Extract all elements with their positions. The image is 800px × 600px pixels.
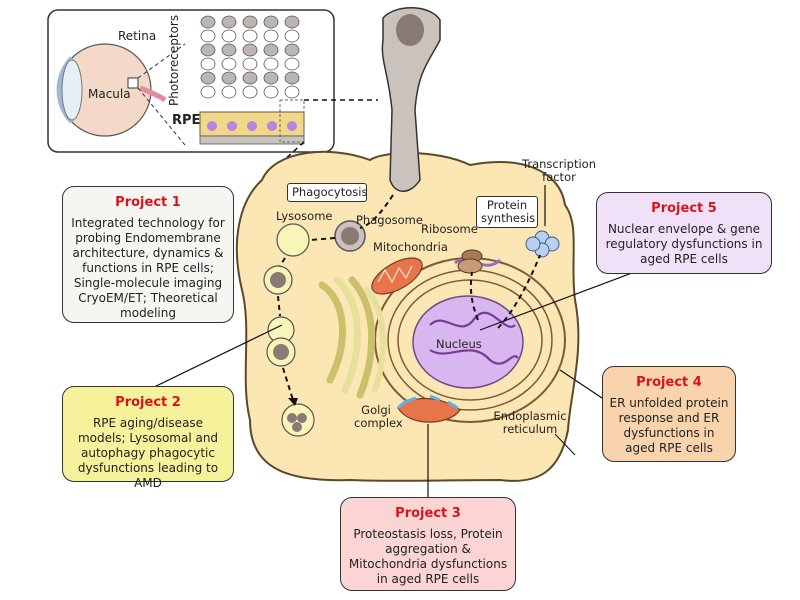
photoreceptor-segment (242, 15, 258, 29)
project-2-title: Project 2 (115, 395, 181, 410)
photoreceptor-segment (284, 71, 300, 85)
photoreceptor-segment (284, 15, 300, 29)
project-1-title: Project 1 (115, 195, 181, 210)
ribosome-label: Ribosome (421, 222, 478, 236)
mitochondria-lower (396, 394, 461, 423)
photoreceptor-segment (221, 57, 237, 71)
photoreceptor-segment (263, 15, 279, 29)
photoreceptor-segment (284, 29, 300, 43)
photoreceptor-segment (221, 15, 237, 29)
leader-project2 (147, 324, 283, 391)
project-1-body: Integrated technology for probing Endome… (71, 216, 225, 320)
photoreceptor-segment (284, 85, 300, 99)
nucleus (412, 295, 524, 389)
photoreceptor-segment (200, 57, 216, 71)
golgi-label: Golgi complex (354, 403, 403, 430)
photoreceptor-segment (242, 43, 258, 57)
photoreceptor-segment (242, 85, 258, 99)
photoreceptor-row (200, 15, 300, 99)
project-5-body: Nuclear envelope & gene regulatory dysfu… (605, 222, 763, 266)
eye-inset (47, 9, 335, 153)
photoreceptor-segment (263, 71, 279, 85)
photoreceptor-segment (242, 71, 258, 85)
project-3-body: Proteostasis loss, Protein aggregation &… (348, 527, 508, 586)
photoreceptor-segment (221, 71, 237, 85)
photoreceptor-segment (263, 57, 279, 71)
project-1-box: Project 1 Integrated technology for prob… (62, 186, 234, 323)
project-3-title: Project 3 (395, 506, 461, 521)
retina-label: Retina (118, 29, 157, 43)
golgi-complex (318, 276, 386, 399)
protein-synthesis-label: Protein synthesis (476, 196, 538, 228)
photoreceptor-segment (200, 85, 216, 99)
photoreceptor-segment (263, 43, 279, 57)
photoreceptor-segment (200, 29, 216, 43)
photoreceptor-segment (284, 43, 300, 57)
photoreceptor-segment (221, 85, 237, 99)
photoreceptor-segment (284, 57, 300, 71)
leader-project5 (479, 269, 641, 331)
rpe-label: RPE (172, 113, 201, 128)
photoreceptor-segment (200, 71, 216, 85)
photoreceptor-segment (221, 43, 237, 57)
ribosome (454, 249, 502, 274)
photoreceptor-segment (200, 43, 216, 57)
lysosome-label: Lysosome (276, 209, 333, 223)
phagosome-label: Phagosome (356, 213, 423, 227)
project-2-body: RPE aging/disease models; Lysosomal and … (77, 416, 219, 490)
project-2-box: Project 2 RPE aging/disease models; Lyso… (62, 386, 234, 490)
photoreceptor-segment (242, 29, 258, 43)
transcription-factor-label: Transcription factor (522, 157, 596, 184)
project-5-title: Project 5 (651, 201, 717, 216)
photoreceptor-segment (200, 15, 216, 29)
photoreceptor-segment (263, 85, 279, 99)
photoreceptors-label: Photoreceptors (167, 14, 181, 106)
photoreceptor-segment (263, 29, 279, 43)
project-4-title: Project 4 (636, 375, 702, 390)
photoreceptor-segment (242, 57, 258, 71)
leader-er (554, 433, 576, 456)
phagocytic-pathway (263, 194, 394, 437)
project-4-box: Project 4 ER unfolded protein response a… (602, 366, 736, 462)
mitochondria-upper (371, 257, 423, 295)
project-5-box: Project 5 Nuclear envelope & gene regula… (596, 192, 772, 274)
leader-project4 (559, 369, 606, 401)
mitochondria-label: Mitochondria (373, 240, 448, 254)
macula-label: Macula (88, 87, 131, 101)
nucleus-label: Nucleus (436, 337, 482, 351)
project-4-body: ER unfolded protein response and ER dysf… (609, 396, 729, 455)
project-3-box: Project 3 Proteostasis loss, Protein agg… (340, 497, 516, 591)
photoreceptor-segment (221, 29, 237, 43)
outer-segment (381, 7, 441, 192)
transcription-factor (525, 230, 560, 258)
cell-membrane (235, 150, 580, 482)
phagocytosis-label: Phagocytosis (287, 183, 367, 202)
er-label: Endoplasmic reticulum (493, 409, 567, 436)
